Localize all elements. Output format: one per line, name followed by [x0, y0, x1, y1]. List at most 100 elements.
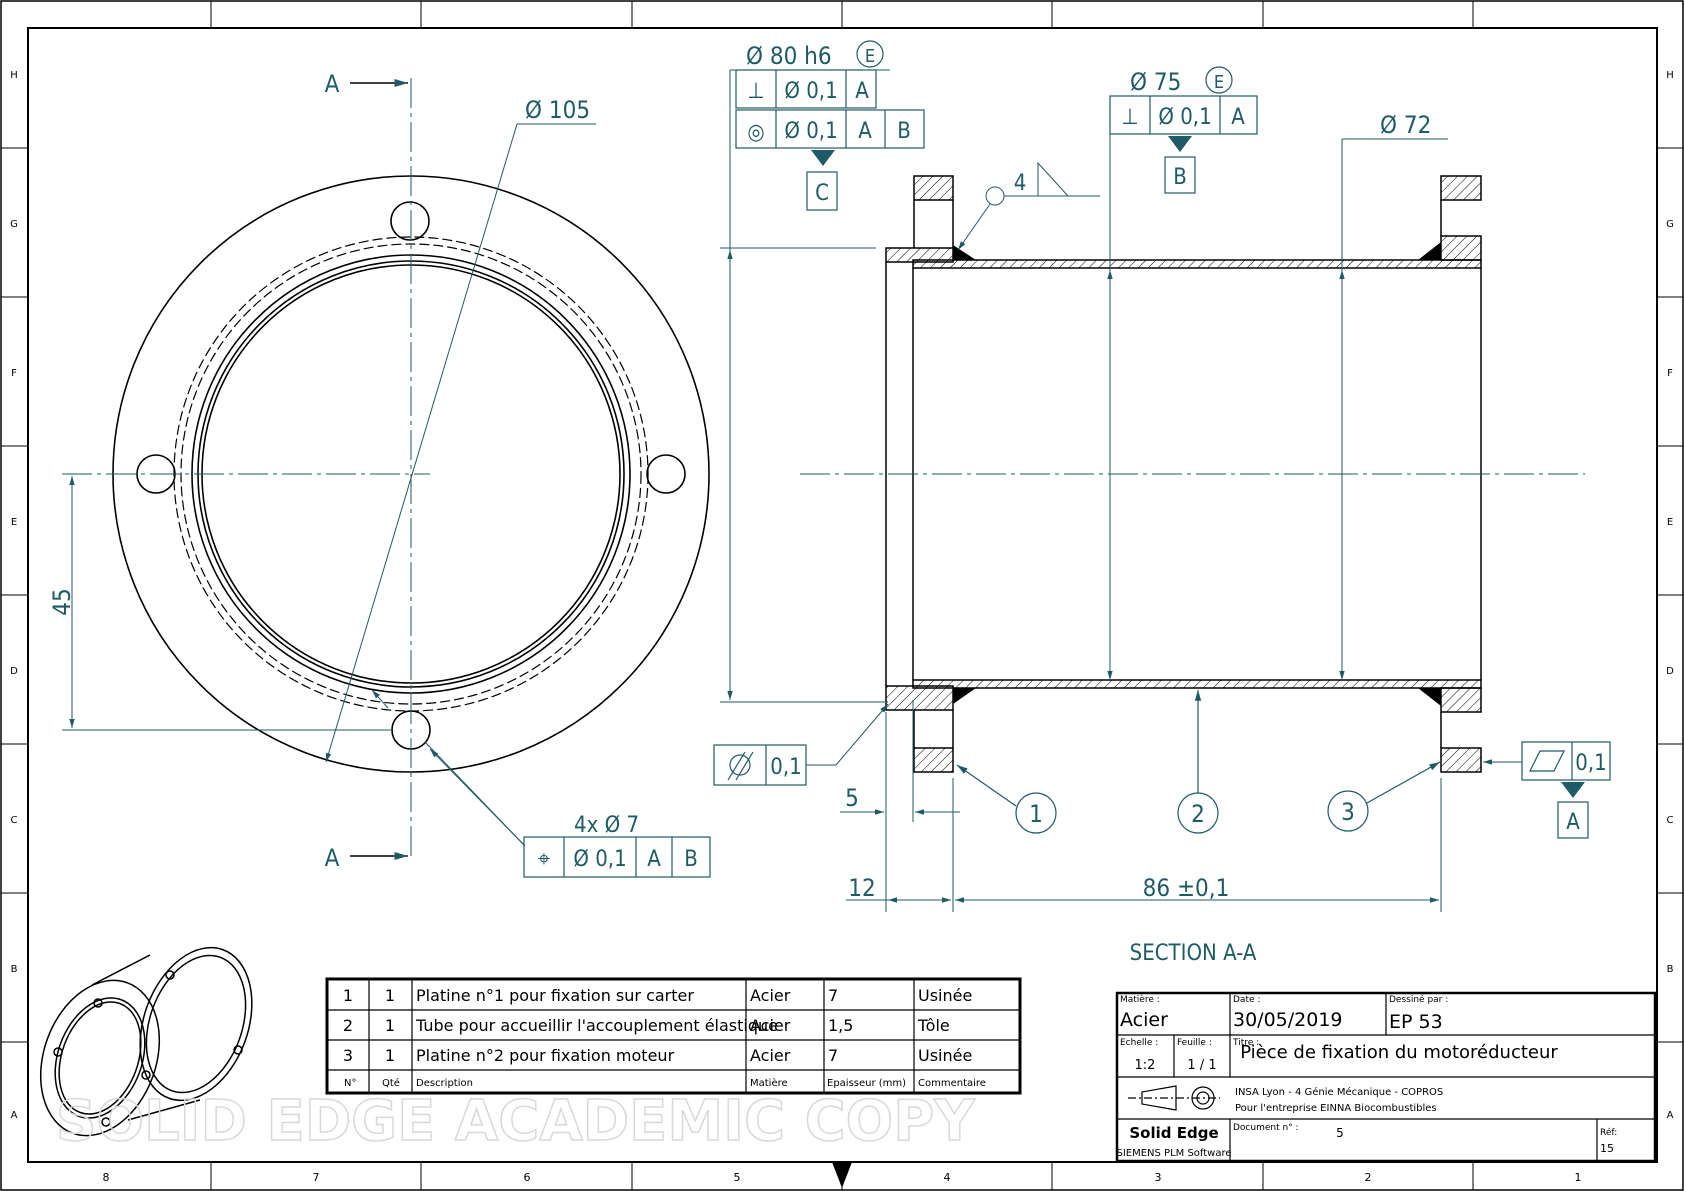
bom-row-3-mat: Acier [750, 1046, 791, 1065]
flat-tol: 0,1 [1575, 751, 1606, 776]
isometric-view [39, 946, 253, 1137]
title-block: Matière : Date : Dessiné par : Echelle :… [1115, 991, 1657, 1163]
zone-row-f: F [11, 368, 17, 379]
position-fcf: ⌖ Ø 0,1 A B [523, 836, 711, 878]
perp-tol: Ø 0,1 [784, 79, 837, 104]
tb-date: 30/05/2019 [1233, 1009, 1343, 1031]
bom-row-1-thk: 7 [828, 986, 838, 1005]
bom-header-desc: Description [416, 1078, 473, 1089]
tb-titre-label: Titre : [1232, 1038, 1259, 1048]
zone-row-g-right: G [1666, 219, 1674, 230]
concentricity-icon: ◎ [747, 120, 764, 145]
bom-row-2-thk: 1,5 [828, 1016, 853, 1035]
tb-feuille: 1 / 1 [1187, 1058, 1216, 1073]
bom-row-3-desc: Platine n°2 pour fixation moteur [416, 1046, 675, 1065]
tb-date-label: Date : [1233, 995, 1260, 1005]
dim-5: 5 [845, 784, 859, 812]
centering-mark [832, 1162, 852, 1188]
perp2-datum: A [1231, 105, 1245, 130]
tb-doc: 5 [1336, 1126, 1344, 1140]
zone-col-2: 2 [1365, 1171, 1372, 1184]
flatness-icon [1529, 750, 1565, 772]
bom-row-1-no: 1 [343, 986, 353, 1005]
tb-org-1: INSA Lyon - 4 Génie Mécanique - COPROS [1235, 1086, 1443, 1098]
zone-row-g: G [10, 219, 18, 230]
tb-echelle: 1:2 [1135, 1058, 1156, 1073]
datum-c: C [815, 181, 829, 206]
perp2-fcf: ⊥ Ø 0,1 A [1109, 95, 1258, 135]
zone-row-h-right: H [1666, 70, 1674, 81]
tb-doc-label: Document n° : [1233, 1123, 1299, 1133]
cyl-tol: 0,1 [770, 755, 801, 780]
bom-row-3-thk: 7 [828, 1046, 838, 1065]
flatness-fcf: 0,1 [1521, 741, 1611, 781]
zone-col-4: 4 [944, 1171, 951, 1184]
perp-datum: A [855, 79, 869, 104]
zone-row-f-right: F [1667, 368, 1673, 379]
conc-datum-b: B [897, 119, 911, 144]
tb-brand: Solid Edge [1129, 1124, 1218, 1142]
zone-row-e-right: E [1667, 517, 1673, 528]
zone-row-a: A [11, 1110, 18, 1121]
holes-note: 4x Ø 7 [574, 813, 639, 838]
tb-brand-sub: SIEMENS PLM Software [1116, 1148, 1231, 1159]
bom-row-1-desc: Platine n°1 pour fixation sur carter [416, 986, 694, 1005]
dim-45: 45 [48, 588, 76, 615]
dim-12: 12 [848, 874, 875, 902]
tb-ref-label: Réf: [1600, 1127, 1617, 1138]
balloon-3: 3 [1341, 798, 1355, 826]
bom-row-2-no: 2 [343, 1016, 353, 1035]
datum-a: A [1566, 810, 1580, 835]
tb-feuille-label: Feuille : [1177, 1038, 1212, 1048]
tb-ref: 15 [1600, 1142, 1614, 1155]
dim-dia-72: Ø 72 [1380, 111, 1431, 139]
tb-matiere: Acier [1120, 1009, 1168, 1031]
position-datum-b: B [684, 847, 698, 872]
perp2-tol: Ø 0,1 [1158, 105, 1211, 130]
zone-row-h: H [10, 70, 18, 81]
zone-row-b-right: B [1667, 964, 1674, 975]
dim-86: 86 ±0,1 [1143, 874, 1230, 902]
envelope-circle-75 [1205, 66, 1233, 94]
watermark: SOLID EDGE ACADEMIC COPY [56, 1089, 976, 1154]
section-marker-top: A [325, 70, 340, 98]
dim-dia-80-h6: Ø 80 h6 [746, 42, 832, 70]
zone-col-7: 7 [313, 1171, 320, 1184]
tb-dessine: EP 53 [1389, 1011, 1443, 1033]
zone-col-1: 1 [1575, 1171, 1582, 1184]
front-view: A A Ø 105 45 4x Ø 7 ⌖ Ø 0,1 [48, 70, 711, 878]
dim-dia-75: Ø 75 [1130, 68, 1181, 96]
zone-col-5: 5 [734, 1171, 741, 1184]
tb-dessine-label: Dessiné par : [1389, 994, 1448, 1005]
zone-col-3: 3 [1155, 1171, 1162, 1184]
bom-row-3-comment: Usinée [918, 1046, 972, 1065]
envelope-e-80: E [865, 46, 875, 67]
tb-org-2: Pour l'entreprise EINNA Biocombustibles [1235, 1103, 1437, 1114]
bom-row-1-comment: Usinée [918, 986, 972, 1005]
zone-row-a-right: A [1667, 1110, 1674, 1121]
section-marker-bottom: A [325, 844, 340, 872]
zone-col-8: 8 [103, 1171, 110, 1184]
perp-fcf: ⊥ Ø 0,1 A [735, 69, 877, 109]
bom-row-3-qty: 1 [385, 1046, 395, 1065]
bom-row-1-qty: 1 [385, 986, 395, 1005]
perpendicularity-icon: ⊥ [747, 79, 764, 104]
tb-echelle-label: Echelle : [1120, 1038, 1158, 1048]
bom-header-mat: Matière [750, 1077, 788, 1089]
bom-header-comment: Commentaire [918, 1078, 986, 1089]
perpendicularity-icon-2: ⊥ [1121, 105, 1138, 130]
projection-symbol-icon [1128, 1085, 1220, 1111]
bom-row-2-comment: Tôle [917, 1016, 950, 1035]
zone-row-c: C [11, 815, 18, 826]
bom-header-no: N° [344, 1078, 356, 1089]
tb-titre: Pièce de fixation du motoréducteur [1240, 1042, 1558, 1063]
conc-datum-a: A [858, 119, 872, 144]
dim-dia-105: Ø 105 [525, 96, 590, 124]
section-view: Ø 80 h6 E ⊥ Ø 0,1 A ◎ Ø 0,1 A B C [713, 40, 1611, 966]
envelope-e-75: E [1214, 72, 1224, 93]
bom-row-3-no: 3 [343, 1046, 353, 1065]
balloon-2: 2 [1191, 800, 1205, 828]
zone-row-c-right: C [1667, 815, 1674, 826]
